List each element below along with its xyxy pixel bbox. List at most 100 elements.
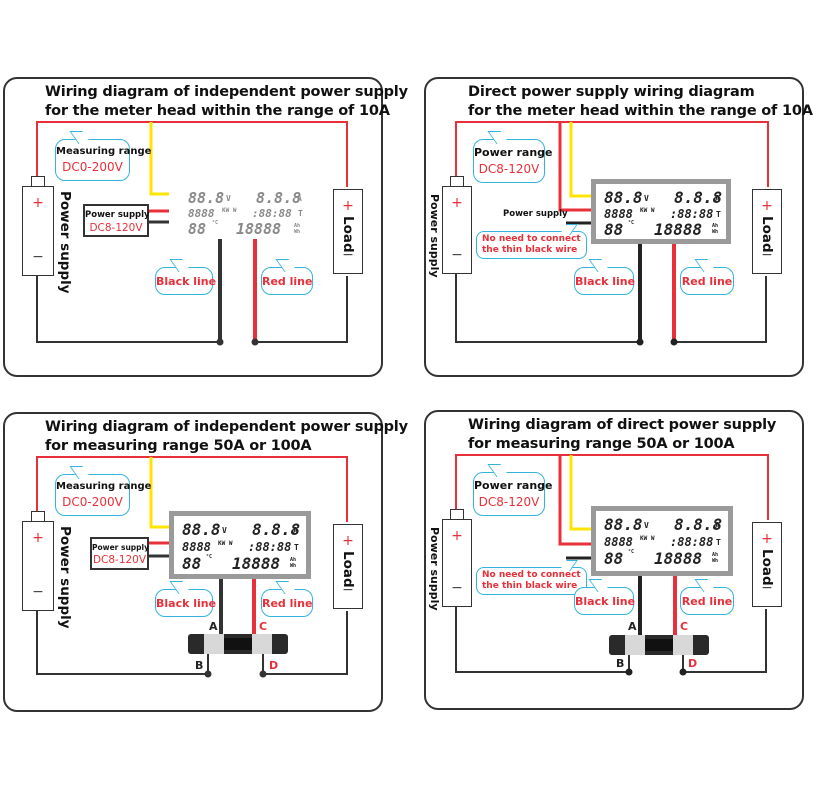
shunt-pad [252,634,272,654]
positive-wire-top [36,121,348,187]
lcd-power-unit: KW W [640,207,655,214]
lcd-temp: 88 [604,549,624,568]
terminal-c: C [259,620,268,633]
lcd-amps: 8.8.8 [674,188,723,207]
lcd-amp-unit: A [293,526,298,535]
power-supply-label: Power supply [428,194,441,278]
wiring-paths [455,454,769,676]
terminal-a: A [209,620,218,633]
red-line-label: Red line [262,275,313,288]
terminal-d: D [269,659,279,672]
load-return-wire [674,276,767,343]
lcd-time: :88:88 [248,540,292,554]
lcd-energy: 18888 [654,549,703,568]
panel-direct-10a: Direct power supply wiring diagram for t… [424,77,813,377]
panel-title: Wiring diagram of independent power supp… [45,418,408,456]
plus-sign: + [761,198,773,214]
callout-value: DC0-200V [62,160,123,174]
thin-wire-note: No need to connect the thin black wire [476,567,587,595]
power-supply-note: Power supply [503,209,568,219]
lcd-volt-unit: V [644,521,649,530]
minus-sign: − [451,580,463,596]
lcd-temp-unit: °C [628,220,635,226]
lcd-energy-unit: Ah Wh [294,223,301,235]
lcd-time-unit: T [716,538,721,547]
callout-value: DC0-200V [62,495,123,509]
minus-sign: − [761,580,773,596]
measuring-range-callout: Measuring range DC0-200V [55,474,151,516]
measuring-range-callout: Measuring range DC0-200V [55,139,152,181]
panel-direct-50a-100a: Wiring diagram of direct power supply fo… [424,410,804,710]
lcd-amps: 8.8.8 [256,189,302,207]
lcd-time: :88:88 [670,535,714,549]
battery-terminal [450,509,464,519]
junction-dot [679,668,687,676]
lcd-temp: 88 [604,220,624,239]
signal-wire [569,455,591,531]
black-line-label: Black line [156,275,217,288]
load-label: Load [759,549,775,586]
black-line-label: Black line [575,275,636,288]
terminal-b: B [195,659,204,672]
load-return-wire [682,609,767,673]
terminal-c: C [680,620,689,633]
plus-sign: + [451,195,463,211]
current-shunt [609,635,709,655]
load-label: Load [759,216,775,253]
terminal-a: A [628,620,637,633]
junction-dot [204,670,212,678]
signal-wire [149,122,169,196]
black-line-label: Black line [575,595,636,608]
lcd-amps: 8.8.8 [252,520,301,539]
junction-dot [636,338,644,346]
shunt-element [645,639,673,651]
lcd-temp-unit: °C [212,220,219,226]
junction-dot [625,668,633,676]
lcd-volt-unit: V [222,526,227,535]
minus-sign: − [342,247,354,263]
black-line-callout: Black line [574,587,636,615]
load-box: + Load − [752,189,782,274]
battery-terminal [31,511,45,521]
lcd-volt-unit: V [644,194,649,203]
callout-title: Measuring range [56,146,152,157]
terminal-b: B [616,657,625,670]
lcd-energy-unit: Ah Wh [712,223,719,235]
shunt-pad [673,635,693,655]
junction-dot [670,338,678,346]
wiring-paths [36,121,348,346]
lcd-time: :88:88 [252,207,292,220]
lcd-volts: 88.8 [182,520,221,539]
junction-dot [251,338,259,346]
minus-sign: − [342,582,354,598]
panel-independent-50a-100a: Wiring diagram of independent power supp… [3,412,408,712]
red-line-label: Red line [262,597,313,610]
lcd-energy: 18888 [654,220,703,239]
wiring-paths [455,121,769,346]
power-supply-box: Power supply DC8-120V [83,204,150,237]
power-supply-label: Power supply [57,526,73,629]
power-supply-box: Power supply DC8-120V [90,537,149,570]
minus-sign: − [451,247,463,263]
lcd-temp-unit: °C [628,549,635,555]
lcd-energy-unit: Ah Wh [290,557,297,569]
signal-wire [569,122,591,198]
title-line-1: Wiring diagram of direct power supply [468,417,777,433]
negative-wire-bottom [36,274,220,343]
lcd-volts: 88.8 [604,515,643,534]
red-line-label: Red line [681,275,733,288]
lcd-energy-unit: Ah Wh [712,552,719,564]
minus-sign: − [32,249,44,265]
junction-dot [216,338,224,346]
power-box-title: Power supply [92,543,149,552]
note-line-2: the thin black wire [482,581,578,591]
lcd-energy: 18888 [236,220,282,238]
power-range-callout: Power range DC8-120V [473,139,553,183]
lcd-power-unit: KW W [640,535,655,542]
power-supply-battery: + − [22,176,54,276]
load-return-wire [262,611,348,675]
load-label: Load [340,551,356,588]
power-red-wire [558,122,591,212]
lcd-amp-unit: A [715,521,720,530]
minus-sign: − [32,584,44,600]
